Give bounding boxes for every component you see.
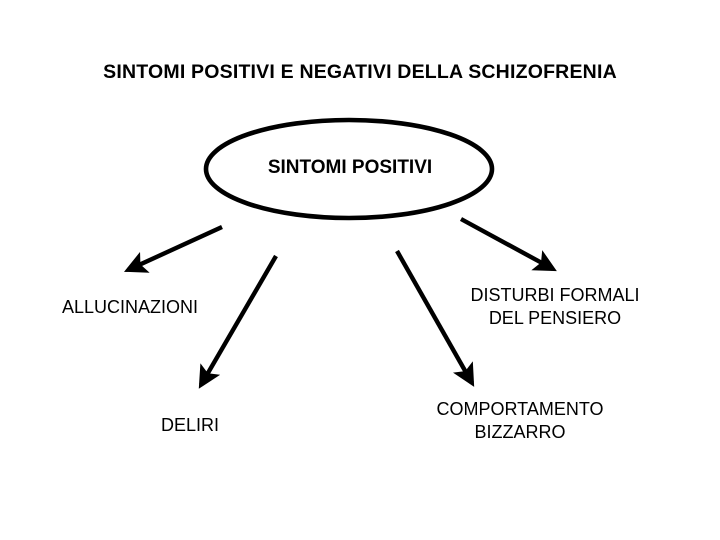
leaf-node-bizarre-behavior: COMPORTAMENTO BIZZARRO	[436, 399, 604, 443]
central-node-ellipse	[203, 117, 495, 221]
leaf-node-delusions: DELIRI	[160, 415, 220, 435]
connector-to-thought-disorder	[459, 217, 557, 272]
connector-to-delusions	[198, 254, 278, 389]
connector-to-hallucinations	[123, 224, 223, 273]
leaf-node-thought-disorder: DISTURBI FORMALI DEL PENSIERO	[470, 285, 640, 329]
slide-title: SINTOMI POSITIVI E NEGATIVI DELLA SCHIZO…	[103, 61, 617, 83]
connector-to-bizarre-behavior	[395, 249, 475, 387]
leaf-node-hallucinations: ALLUCINAZIONI	[61, 297, 199, 317]
central-node-label: SINTOMI POSITIVI	[267, 157, 433, 178]
